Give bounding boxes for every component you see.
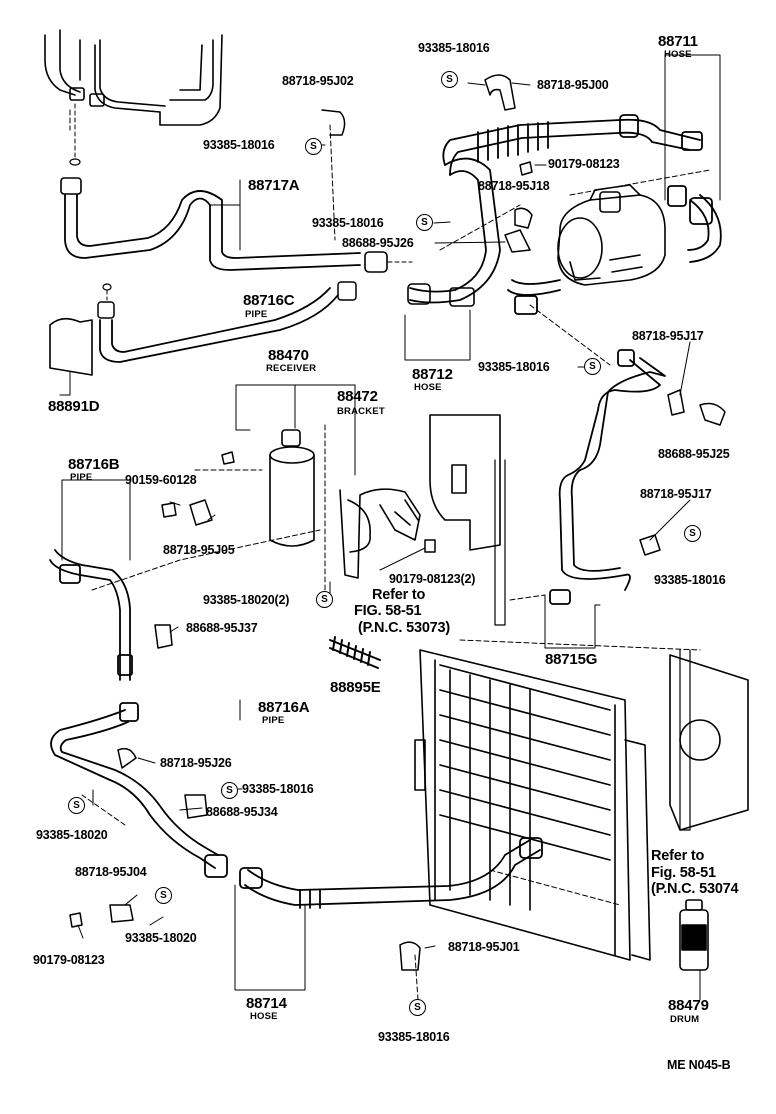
part-label-88718-95J26: 88718-95J26	[160, 756, 232, 770]
part-label-88716B: 88716B	[68, 456, 120, 473]
part-label-88717A: 88717A	[248, 177, 300, 194]
part-label-88714: 88714	[246, 995, 287, 1012]
hose-88711	[442, 114, 722, 263]
washer-symbol: S	[155, 887, 172, 904]
part-label-88688-95J25: 88688-95J25	[658, 447, 730, 461]
seal-plate-right	[669, 654, 749, 831]
part-desc-88472: BRACKET	[337, 406, 385, 417]
part-label-93385-18016-mid: 93385-18016	[312, 216, 384, 230]
part-label-88688-95J37: 88688-95J37	[186, 621, 258, 635]
part-label-88715G: 88715G	[545, 651, 598, 668]
tape-88891D	[49, 317, 93, 376]
part-label-88688-95J26: 88688-95J26	[342, 236, 414, 250]
part-desc-88716C: PIPE	[245, 309, 268, 320]
part-label-88718-95J00: 88718-95J00	[537, 78, 609, 92]
part-label-93385-18016-b: 93385-18016	[378, 1030, 450, 1044]
ref-note-53073-line3: (P.N.C. 53073)	[358, 620, 451, 636]
part-desc-88470: RECEIVER	[266, 363, 317, 374]
part-label-88718-95J17-a: 88718-95J17	[632, 329, 704, 343]
part-label-93385-18016-top: 93385-18016	[418, 41, 490, 55]
part-desc-88716A: PIPE	[262, 715, 285, 726]
washer-symbol: S	[68, 797, 85, 814]
part-desc-88714: HOSE	[250, 1011, 278, 1022]
part-label-93385-18016-left: 93385-18016	[203, 138, 275, 152]
part-desc-88716B: PIPE	[70, 472, 93, 483]
pipe-88716A	[50, 702, 228, 878]
part-label-88712: 88712	[412, 366, 453, 383]
part-label-88718-95J01: 88718-95J01	[448, 940, 520, 954]
washer-symbol: S	[221, 782, 238, 799]
washer-symbol: S	[409, 999, 426, 1016]
diagram-code: ME N045-B	[667, 1058, 731, 1072]
washer-symbol: S	[305, 138, 322, 155]
part-label-88718-95J05: 88718-95J05	[163, 543, 235, 557]
ref-note-53074-line2: Fig. 58-51	[651, 865, 716, 881]
part-label-88716A: 88716A	[258, 699, 310, 716]
part-label-93385-18016-right: 93385-18016	[478, 360, 550, 374]
receiver-88470	[269, 429, 315, 547]
pipe-88716B	[49, 549, 133, 681]
part-label-90179-08123-b: 90179-08123	[33, 953, 105, 967]
part-desc-88479: DRUM	[670, 1014, 700, 1025]
washer-symbol: S	[316, 591, 333, 608]
part-label-88891D: 88891D	[48, 398, 100, 415]
pipe-88715G	[549, 349, 666, 605]
ref-note-53073-line2: FIG. 58-51	[354, 603, 422, 619]
part-label-88711: 88711	[658, 33, 698, 50]
bracket-88472	[339, 488, 421, 579]
part-label-88688-95J34: 88688-95J34	[206, 805, 278, 819]
pipe-88717A	[60, 177, 388, 273]
part-label-88718-95J17-b: 88718-95J17	[640, 487, 712, 501]
evaporator-unit	[44, 29, 223, 126]
part-label-90179-08123-top: 90179-08123	[548, 157, 620, 171]
part-label-90159-60128: 90159-60128	[125, 473, 197, 487]
washer-symbol: S	[441, 71, 458, 88]
washer-symbol: S	[584, 358, 601, 375]
part-desc-88712: HOSE	[414, 382, 442, 393]
part-label-88718-95J02: 88718-95J02	[282, 74, 354, 88]
compressor	[557, 184, 666, 286]
part-label-93385-18016-c: 93385-18016	[242, 782, 314, 796]
part-label-88716C: 88716C	[243, 292, 295, 309]
hose-88895E	[329, 636, 381, 669]
part-label-88479: 88479	[668, 997, 709, 1014]
part-desc-88711: HOSE	[664, 49, 692, 60]
washer-symbol: S	[416, 214, 433, 231]
condenser	[414, 649, 651, 961]
ref-note-53073-line1: Refer to	[372, 587, 426, 603]
part-label-88472: 88472	[337, 388, 378, 405]
hose-88714	[239, 837, 543, 909]
part-label-88718-95J18: 88718-95J18	[478, 179, 550, 193]
part-label-93385-18020-2: 93385-18020(2)	[203, 593, 290, 607]
hose-88712	[407, 157, 501, 307]
part-label-88895E: 88895E	[330, 679, 381, 696]
part-label-88718-95J04: 88718-95J04	[75, 865, 147, 879]
seal-plate-left	[429, 414, 501, 551]
ref-note-53074-line3: (P.N.C. 53074	[651, 881, 739, 897]
washer-symbol: S	[684, 525, 701, 542]
part-label-93385-18020-b: 93385-18020	[125, 931, 197, 945]
part-label-90179-08123-2: 90179-08123(2)	[389, 572, 476, 586]
drum-88479	[679, 899, 709, 971]
part-label-88470: 88470	[268, 347, 309, 364]
pipe-88716C	[97, 281, 357, 363]
ref-note-53074-line1: Refer to	[651, 848, 705, 864]
part-label-93385-18020-l: 93385-18020	[36, 828, 108, 842]
part-label-93385-18016-r2: 93385-18016	[654, 573, 726, 587]
